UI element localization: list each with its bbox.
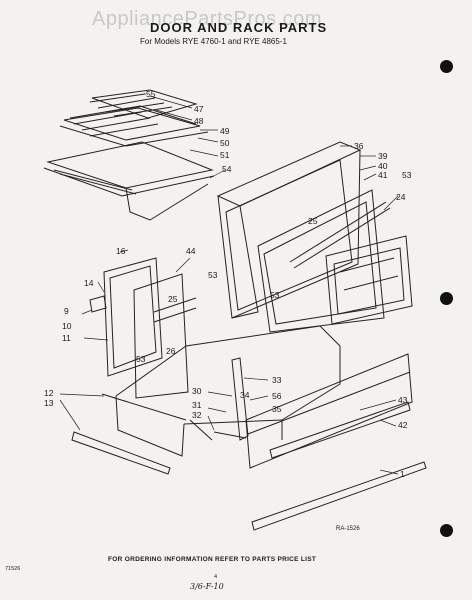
page-number: 4 bbox=[214, 574, 218, 580]
binder-hole-top bbox=[440, 60, 453, 73]
callout-26: 26 bbox=[166, 346, 176, 356]
callout-1: 1 bbox=[400, 469, 405, 479]
callout-56: 56 bbox=[272, 391, 282, 401]
document-code: 71526 bbox=[5, 566, 21, 572]
callout-48: 48 bbox=[194, 116, 204, 126]
callout-leader-lines bbox=[59, 93, 399, 475]
callout-44: 44 bbox=[186, 246, 196, 256]
callout-24: 24 bbox=[396, 192, 406, 202]
callout-41: 41 bbox=[378, 170, 388, 180]
callout-39: 39 bbox=[378, 151, 388, 161]
diagram-subtitle: For Models RYE 4760-1 and RYE 4865-1 bbox=[140, 37, 287, 46]
binder-hole-middle bbox=[440, 292, 453, 305]
callout-47: 47 bbox=[194, 104, 204, 114]
callout-49: 49 bbox=[220, 126, 230, 136]
callout-43: 43 bbox=[398, 395, 408, 405]
callout-16: 16 bbox=[116, 246, 126, 256]
callout-30: 30 bbox=[192, 386, 202, 396]
callout-36: 36 bbox=[354, 141, 364, 151]
handwritten-note: 3/6-F-10 bbox=[190, 582, 224, 591]
ordering-note: FOR ORDERING INFORMATION REFER TO PARTS … bbox=[108, 556, 317, 563]
callout-14: 14 bbox=[84, 278, 94, 288]
callout-11: 11 bbox=[62, 333, 71, 343]
watermark: AppliancePartsPros.com bbox=[92, 8, 322, 30]
callout-32: 32 bbox=[192, 410, 202, 420]
callout-40: 40 bbox=[378, 161, 388, 171]
drawer-side-panels bbox=[89, 257, 197, 399]
callout-42: 42 bbox=[398, 420, 408, 430]
callout-53-door-right: 53 bbox=[402, 170, 412, 180]
callout-51: 51 bbox=[220, 150, 230, 160]
drawing-reference: RA-1526 bbox=[336, 526, 360, 532]
callout-34: 34 bbox=[240, 390, 250, 400]
callout-50: 50 bbox=[220, 138, 230, 148]
callout-25-door: 25 bbox=[308, 216, 318, 226]
callout-12: 12 bbox=[44, 388, 54, 398]
diagram-title: DOOR AND RACK PARTS bbox=[150, 20, 328, 35]
callout-9: 9 bbox=[64, 306, 69, 316]
callout-35: 35 bbox=[272, 404, 282, 414]
callout-labels: 55 47 48 49 50 51 54 36 39 40 41 53 25 2… bbox=[44, 89, 412, 479]
drawer-body bbox=[71, 325, 341, 475]
oven-door-assembly bbox=[216, 141, 413, 333]
callout-54: 54 bbox=[222, 164, 232, 174]
drawer-front-panel bbox=[245, 353, 427, 531]
callout-10: 10 bbox=[62, 321, 72, 331]
binder-hole-bottom bbox=[440, 524, 453, 537]
callout-53-panel: 53 bbox=[136, 354, 146, 364]
callout-13: 13 bbox=[44, 398, 54, 408]
callout-33: 33 bbox=[272, 375, 282, 385]
callout-53-door-left: 53 bbox=[270, 290, 280, 300]
callout-31: 31 bbox=[192, 400, 202, 410]
callout-25-side: 25 bbox=[168, 294, 178, 304]
oven-rack-assembly bbox=[43, 89, 215, 221]
callout-53-side: 53 bbox=[208, 270, 218, 280]
callout-55: 55 bbox=[146, 89, 156, 99]
